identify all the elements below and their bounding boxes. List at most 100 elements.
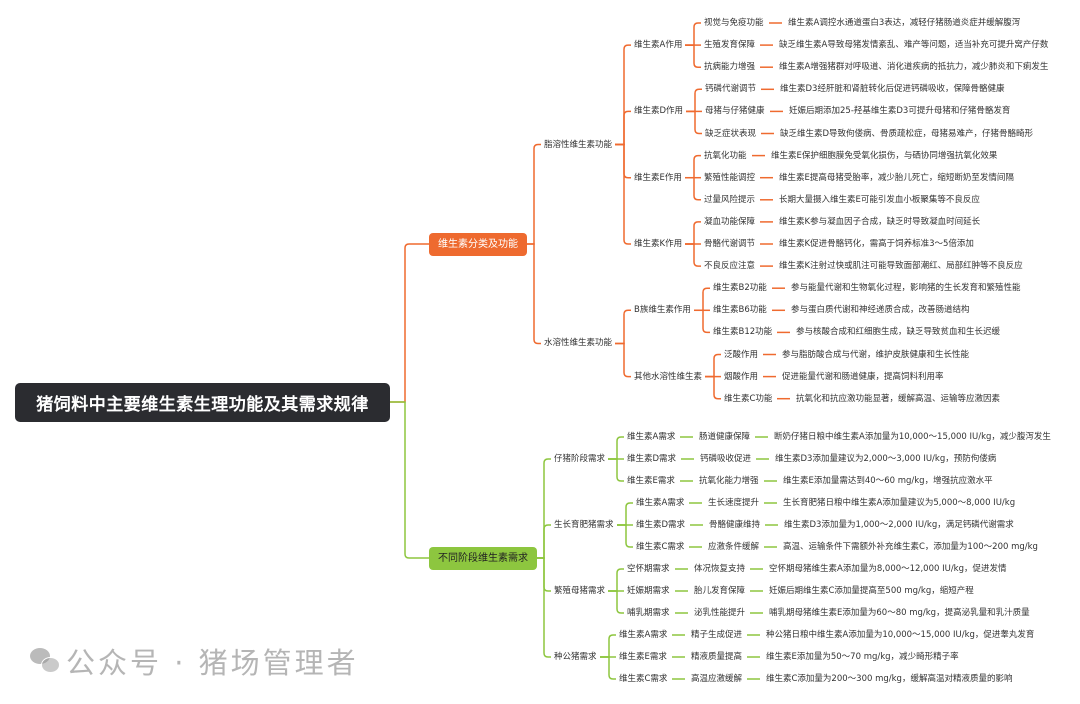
item-node[interactable]: 过量风险提示 [704, 194, 756, 205]
detail-node[interactable]: 缺乏维生素D导致佝偻病、骨质疏松症，母猪易难产，仔猪骨骼畸形 [780, 128, 1034, 139]
group-node[interactable]: 维生素C需求 [636, 542, 685, 552]
item-node[interactable]: 高温应激缓解 [691, 674, 743, 684]
detail-node[interactable]: 抗氧化和抗应激功能显著，缓解高温、运输等应激因素 [796, 393, 1001, 404]
item-node[interactable]: 骨骼健康维持 [709, 520, 761, 530]
group-node[interactable]: 维生素A作用 [634, 40, 683, 51]
detail-node[interactable]: 妊娠后期维生素C添加量提高至500 mg/kg，缩短产程 [769, 586, 974, 596]
item-node[interactable]: 肠道健康保障 [699, 432, 751, 442]
item-node[interactable]: 凝血功能保障 [704, 216, 756, 227]
root-topic-title[interactable]: 猪饲料中主要维生素生理功能及其需求规律 [15, 383, 390, 422]
detail-node[interactable]: 维生素E保护细胞膜免受氧化损伤，与硒协同增强抗氧化效果 [771, 150, 998, 161]
connector-line [608, 590, 624, 614]
connector-line [390, 401, 429, 559]
item-node[interactable]: 精子生成促进 [691, 630, 743, 640]
detail-node[interactable]: 维生素E添加量需达到40～60 mg/kg，增强抗应激水平 [783, 476, 993, 486]
item-node[interactable]: 繁殖性能调控 [704, 172, 756, 183]
category-node[interactable]: 生长育肥猪需求 [554, 520, 614, 530]
item-node[interactable]: 烟酸作用 [724, 371, 759, 382]
detail-node[interactable]: 维生素D3添加量建议为2,000～3,000 IU/kg，预防佝偻病 [775, 454, 997, 464]
detail-node[interactable]: 参与脂肪酸合成与代谢，维护皮肤健康和生长性能 [782, 349, 970, 360]
detail-node[interactable]: 维生素K促进骨骼钙化，需高于饲养标准3～5倍添加 [779, 239, 974, 249]
detail-node[interactable]: 种公猪日粮中维生素A添加量为10,000～15,000 IU/kg，促进睾丸发育 [766, 630, 1035, 640]
connector-line [615, 44, 631, 146]
item-node[interactable]: 视觉与免疫功能 [704, 18, 764, 28]
detail-node[interactable]: 妊娠后期添加25-羟基维生素D3可提升母猪和仔猪骨骼发育 [789, 106, 1011, 117]
item-node[interactable]: 维生素B2功能 [713, 283, 767, 294]
detail-node[interactable]: 参与核酸合成和红细胞生成，缺乏导致贫血和生长迟缓 [796, 327, 1001, 338]
item-node[interactable]: 胎儿发育保障 [694, 586, 746, 596]
item-node[interactable]: 应激条件缓解 [708, 542, 760, 552]
detail-node[interactable]: 维生素D3经肝脏和肾脏转化后促进钙磷吸收，保障骨骼健康 [780, 84, 1005, 95]
detail-node[interactable]: 维生素E添加量为50～70 mg/kg，减少畸形精子率 [766, 652, 959, 662]
group-node[interactable]: 维生素A需求 [619, 630, 668, 640]
group-node[interactable]: B族维生素作用 [634, 305, 691, 316]
group-node[interactable]: 哺乳期需求 [627, 608, 670, 618]
detail-node[interactable]: 维生素C添加量为200～300 mg/kg，缓解高温对精液质量的影响 [766, 674, 1013, 684]
connector-line [615, 143, 631, 245]
detail-node[interactable]: 断奶仔猪日粮中维生素A添加量为10,000～15,000 IU/kg，减少腹泻发… [774, 432, 1051, 442]
detail-node[interactable]: 维生素D3添加量为1,000～2,000 IU/kg，满足钙磷代谢需求 [784, 520, 1014, 530]
item-node[interactable]: 钙磷吸收促进 [700, 454, 752, 464]
detail-node[interactable]: 参与能量代谢和生物氧化过程，影响猪的生长发育和繁殖性能 [791, 283, 1021, 294]
category-node[interactable]: 种公猪需求 [554, 652, 597, 662]
detail-node[interactable]: 缺乏维生素A导致母猪发情紊乱、难产等问题，适当补充可提升窝产仔数 [779, 40, 1049, 51]
detail-node[interactable]: 维生素K注射过快或肌注可能导致面部潮红、局部红肿等不良反应 [779, 261, 1023, 272]
item-node[interactable]: 母猪与仔猪健康 [705, 106, 765, 117]
detail-node[interactable]: 哺乳期母猪维生素E添加量为60～80 mg/kg，提高泌乳量和乳汁质量 [769, 608, 1030, 618]
item-node[interactable]: 钙磷代谢调节 [705, 84, 757, 95]
connector-line [390, 243, 429, 403]
group-node[interactable]: 维生素A需求 [636, 498, 685, 508]
detail-node[interactable]: 空怀期母猪维生素A添加量为8,000～12,000 IU/kg，促进发情 [769, 564, 1007, 574]
group-node[interactable]: 妊娠期需求 [627, 586, 670, 596]
group-node[interactable]: 其他水溶性维生素 [634, 371, 703, 382]
category-node[interactable]: 水溶性维生素功能 [544, 338, 613, 349]
detail-node[interactable]: 促进能量代谢和肠道健康，提高饲料利用率 [782, 371, 944, 382]
group-node[interactable]: 维生素E作用 [634, 172, 682, 183]
detail-node[interactable]: 高温、运输条件下需额外补充维生素C，添加量为100～200 mg/kg [783, 542, 1038, 552]
detail-node[interactable]: 维生素K参与凝血因子合成，缺乏时导致凝血时间延长 [779, 216, 981, 227]
detail-node[interactable]: 维生素E提高母猪受胎率，减少胎儿死亡，缩短断奶至发情间隔 [779, 172, 1014, 183]
item-node[interactable]: 抗病能力增强 [704, 62, 756, 73]
wechat-icon [30, 648, 60, 674]
item-node[interactable]: 抗氧化功能 [704, 150, 747, 161]
detail-node[interactable]: 维生素A调控水通道蛋白3表达，减轻仔猪肠道炎症并缓解腹泻 [788, 18, 1021, 28]
detail-node[interactable]: 参与蛋白质代谢和神经递质合成，改善肠道结构 [791, 305, 970, 316]
item-node[interactable]: 维生素C功能 [724, 393, 773, 404]
connector-line [617, 524, 633, 548]
item-node[interactable]: 泌乳性能提升 [694, 608, 746, 618]
category-node[interactable]: 繁殖母猪需求 [554, 586, 606, 596]
category-node[interactable]: 脂溶性维生素功能 [544, 139, 613, 150]
category-node[interactable]: 仔猪阶段需求 [554, 454, 606, 464]
main-branch-branch-node[interactable]: 不同阶段维生素需求 [429, 546, 537, 570]
group-node[interactable]: 维生素E需求 [627, 476, 675, 486]
item-node[interactable]: 生殖发育保障 [704, 40, 756, 51]
item-node[interactable]: 生长速度提升 [708, 498, 760, 508]
item-node[interactable]: 不良反应注意 [704, 261, 756, 272]
connector-line [527, 243, 541, 345]
item-node[interactable]: 维生素B6功能 [713, 305, 767, 316]
connector-line [537, 524, 551, 559]
connector-line [615, 309, 631, 345]
group-node[interactable]: 维生素D作用 [634, 106, 684, 117]
group-node[interactable]: 维生素C需求 [619, 674, 668, 684]
item-node[interactable]: 泛酸作用 [724, 349, 759, 360]
group-node[interactable]: 维生素K作用 [634, 239, 683, 249]
item-node[interactable]: 抗氧化能力增强 [699, 476, 759, 486]
detail-node[interactable]: 生长育肥猪日粮中维生素A添加量建议为5,000～8,000 IU/kg [783, 498, 1016, 508]
group-node[interactable]: 维生素E需求 [619, 652, 667, 662]
item-node[interactable]: 精液质量提高 [691, 652, 743, 662]
item-node[interactable]: 维生素B12功能 [713, 327, 773, 338]
detail-node[interactable]: 长期大量摄入维生素E可能引发血小板聚集等不良反应 [779, 194, 980, 205]
item-node[interactable]: 骨骼代谢调节 [704, 239, 756, 249]
main-branch-branch-node[interactable]: 维生素分类及功能 [429, 232, 527, 256]
item-node[interactable]: 体况恢复支持 [694, 564, 746, 574]
item-node[interactable]: 缺乏症状表现 [705, 128, 757, 139]
detail-node[interactable]: 维生素A增强猪群对呼吸道、消化道疾病的抵抗力，减少肺炎和下痢发生 [779, 62, 1049, 73]
group-node[interactable]: 空怀期需求 [627, 564, 670, 574]
connector-line [527, 143, 541, 245]
group-node[interactable]: 维生素D需求 [636, 520, 686, 530]
group-node[interactable]: 维生素A需求 [627, 432, 676, 442]
group-node[interactable]: 维生素D需求 [627, 454, 677, 464]
